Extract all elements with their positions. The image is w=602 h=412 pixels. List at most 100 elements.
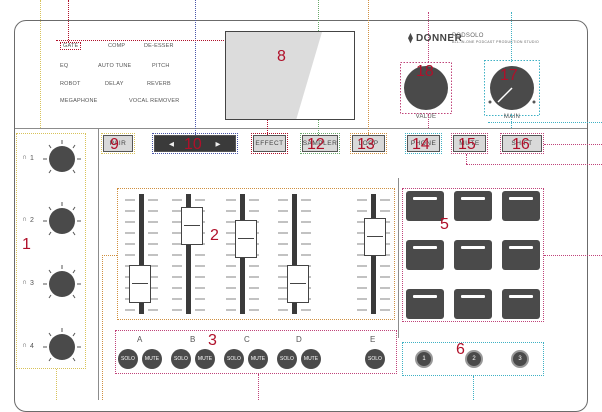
shift-button[interactable]: SHIFT [502,135,542,152]
pad-2[interactable] [454,191,492,221]
channel-c-label: C [244,335,250,344]
callout-6: 6 [456,341,465,358]
sampler-button[interactable]: SAMPLER [302,135,338,152]
effect-eq: EQ [60,63,69,69]
callout-16: 16 [512,136,530,153]
callout-5: 5 [440,216,449,233]
solo-e-button[interactable]: SOLO [365,349,385,369]
mic-knob-4[interactable] [42,327,82,367]
pad-1[interactable] [406,191,444,221]
pad-6[interactable] [502,240,540,270]
solo-b-button[interactable]: SOLO [171,349,191,369]
effect-vocal-remover: VOCAL REMOVER [129,98,180,104]
channel-e-label: E [370,335,376,344]
effect-de-esser: DE-ESSER [144,43,174,49]
sampler-outline [300,133,340,154]
mute-button[interactable]: MUTE [453,135,486,152]
mic-channel-4-label: 4 [30,343,34,350]
pad-5[interactable] [454,240,492,270]
brand-mark-icon: ⧫ [408,33,413,44]
leader-line [40,0,41,128]
leader-line [102,255,103,400]
effect-delay: DELAY [105,81,124,87]
channel-b-label: B [190,335,196,344]
effect-outline [251,133,288,154]
screen-glare [226,32,322,119]
loop-button[interactable]: LOOP [352,135,385,152]
panel-divider-right [398,178,399,338]
nav-outline [152,133,238,154]
leader-line [466,154,467,164]
pair-outline [101,133,135,154]
leader-line [466,164,602,165]
pad-4[interactable] [406,240,444,270]
effect-pitch: PITCH [152,63,170,69]
nav-button[interactable]: ◀ ▶ [154,135,236,152]
effect-button[interactable]: EFFECT [253,135,286,152]
fader-b-knob[interactable] [181,207,203,245]
mic-channel-3-label: 3 [30,280,34,287]
fader-a-knob[interactable] [129,265,151,303]
callout-12: 12 [307,136,325,153]
callout-14: 14 [412,136,430,153]
shift-outline [500,133,544,154]
callout-15: 15 [458,136,476,153]
brand-name: DONNER [415,33,463,44]
leader-line [511,114,512,128]
mute-c-button[interactable]: MUTE [248,349,268,369]
value-knob-label: VALUE [415,114,437,120]
leader-line [68,0,69,42]
pad-9[interactable] [502,289,540,319]
bank-2-button[interactable]: 2 [465,350,483,368]
phone-outline [405,133,442,154]
callout-10: 10 [184,136,202,153]
main-knob-label: MAIN [503,114,521,120]
model-name: PODSOLO [452,33,484,39]
fader-group [117,188,395,320]
loop-outline [350,133,387,154]
fader-d-knob[interactable] [287,265,309,303]
model-subtitle: ALL-IN-ONE PODCAST PRODUCTION STUDIO [452,40,539,44]
mute-d-button[interactable]: MUTE [301,349,321,369]
leader-line [544,144,602,145]
callout-8: 8 [277,48,286,65]
leader-line [258,374,259,400]
mic-knob-1[interactable] [42,139,82,179]
mic-knob-group [16,133,86,369]
callout-1: 1 [22,236,31,253]
leader-line [473,376,474,400]
bank-1-button[interactable]: 1 [415,350,433,368]
panel-divider [15,128,587,129]
fader-e-knob[interactable] [364,218,386,256]
mic-channel-2-label: 2 [30,217,34,224]
pad-7[interactable] [406,289,444,319]
callout-3: 3 [208,332,217,349]
callout-2: 2 [210,227,219,244]
leader-line [544,255,602,256]
display-screen [225,31,355,120]
fader-c-knob[interactable] [235,220,257,258]
leader-line [102,255,117,256]
pair-button[interactable]: PAIR [103,135,133,152]
mute-b-button[interactable]: MUTE [195,349,215,369]
pad-8[interactable] [454,289,492,319]
solo-a-button[interactable]: SOLO [118,349,138,369]
headphone-icon: ∩ [22,154,28,161]
bank-group [402,342,544,376]
channel-d-label: D [296,335,302,344]
brand-logo: ⧫ DONNER [408,33,462,44]
leader-line [368,0,369,135]
solo-c-button[interactable]: SOLO [224,349,244,369]
bank-3-button[interactable]: 3 [511,350,529,368]
effect-megaphone: MEGAPHONE [60,98,98,104]
mic-knob-3[interactable] [42,264,82,304]
mute-a-button[interactable]: MUTE [142,349,162,369]
value-knob[interactable] [400,62,452,114]
solo-d-button[interactable]: SOLO [277,349,297,369]
pad-3[interactable] [502,191,540,221]
phone-button[interactable]: PHONE [407,135,440,152]
main-knob[interactable] [484,60,540,116]
solo-mute-group [115,330,397,374]
fader-cap-line [132,283,148,284]
mic-knob-2[interactable] [42,201,82,241]
